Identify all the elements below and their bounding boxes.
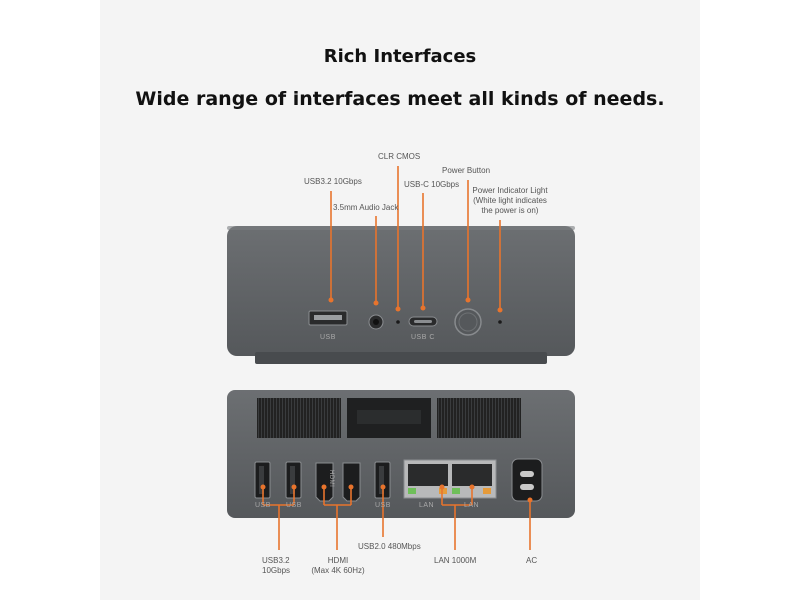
rear-ac-port [511, 458, 543, 502]
rear-callout-lines [260, 484, 533, 550]
rear-port-label-usb-1: USB [255, 502, 271, 509]
callout-usb32-rear: USB3.2 10Gbps [262, 556, 291, 575]
rear-port-label-hdmi: HDMI [328, 470, 334, 488]
callout-clr-cmos: CLR CMOS [378, 152, 421, 161]
clr-cmos-hole [396, 320, 400, 324]
page-subtitle: Wide range of interfaces meet all kinds … [135, 88, 665, 110]
power-indicator-dot [498, 320, 502, 324]
rear-port-label-usb-2: USB [286, 502, 302, 509]
page-title: Rich Interfaces [323, 46, 477, 67]
callout-usb32-front: USB3.2 10Gbps [304, 177, 362, 186]
rear-port-label-usb-3: USB [375, 502, 391, 509]
front-port-label-usb: USB [320, 334, 336, 341]
front-view [227, 166, 575, 364]
rear-hdmi-ports [315, 462, 361, 502]
front-base [255, 352, 547, 364]
rear-lan-ports [403, 459, 497, 499]
rear-vents [257, 398, 521, 438]
rear-port-label-lan-2: LAN [464, 502, 480, 509]
front-usb-port [308, 310, 348, 326]
rear-usb32-ports [254, 461, 302, 499]
callout-audio-jack: 3.5mm Audio Jack [333, 203, 399, 212]
power-button-shape [454, 308, 482, 336]
rear-view [227, 390, 575, 550]
callout-ac: AC [526, 556, 538, 565]
callout-usb20: USB2.0 480Mbps [358, 542, 421, 551]
callout-lan: LAN 1000M [434, 556, 477, 565]
front-port-label-usbc: USB C [411, 334, 435, 341]
callout-usbc: USB-C 10Gbps [404, 180, 460, 189]
rear-usb20-port [374, 461, 391, 499]
front-chassis [227, 226, 575, 356]
front-callout-lines [328, 166, 503, 313]
callout-power-button: Power Button [442, 166, 491, 175]
front-usbc-port [408, 316, 438, 327]
callout-hdmi: HDMI (Max 4K 60Hz) [311, 556, 365, 575]
audio-jack [368, 314, 384, 330]
rear-port-label-lan-1: LAN [419, 502, 435, 509]
callout-power-light: Power Indicator Light (White light indic… [472, 186, 548, 215]
